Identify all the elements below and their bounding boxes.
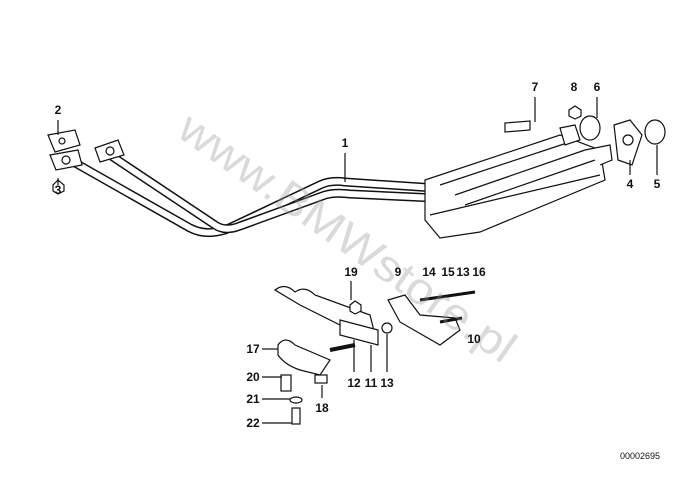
rear-parts [57,97,666,185]
callout-8: 8 [570,80,578,94]
callout-11: 11 [364,376,378,390]
callout-20: 20 [246,370,260,384]
callout-9: 9 [394,265,402,279]
callout-5: 5 [653,177,661,191]
callout-3: 3 [54,183,62,197]
callout-15: 15 [441,265,455,279]
callout-12: 12 [347,376,361,390]
callout-17: 17 [246,342,260,356]
callout-6: 6 [593,80,601,94]
callout-10: 10 [467,332,481,346]
callout-13-top: 13 [456,265,470,279]
callout-14: 14 [422,265,436,279]
front-pipe [65,150,440,238]
muffler [424,124,613,239]
callout-19: 19 [344,265,358,279]
bracket-parts [262,281,476,425]
callout-7: 7 [531,80,539,94]
callout-4: 4 [626,177,634,191]
callout-22: 22 [246,416,260,430]
callout-18: 18 [315,401,329,415]
callout-1: 1 [341,136,349,150]
diagram-code: 00002695 [620,451,661,461]
callout-13-bottom: 13 [380,376,394,390]
callout-2: 2 [54,103,62,117]
callout-16: 16 [472,265,486,279]
callout-21: 21 [246,392,260,406]
